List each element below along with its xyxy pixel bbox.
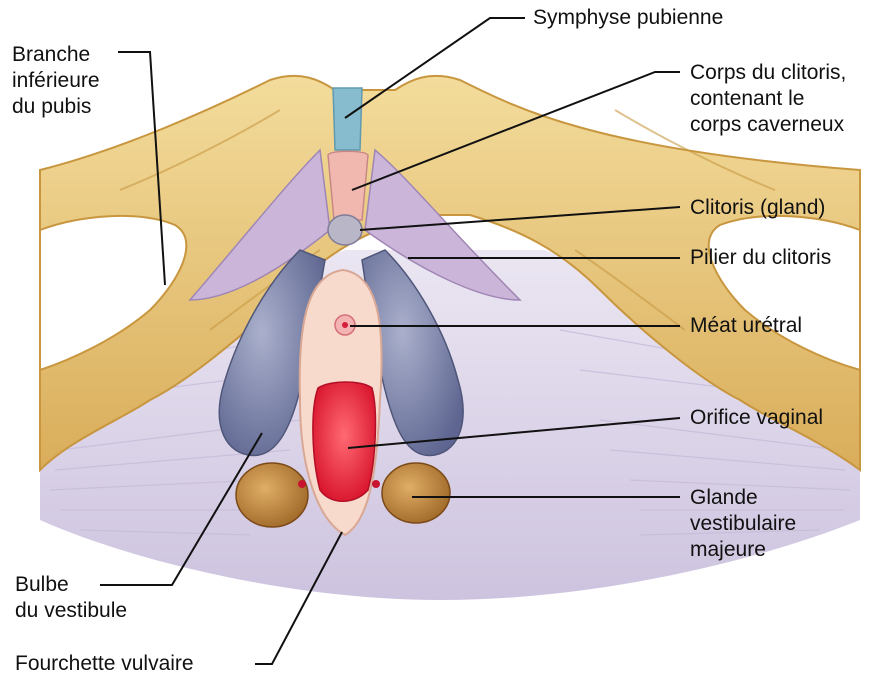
gland-duct-left [298, 480, 306, 488]
label-line: Glande [690, 485, 796, 511]
symphysis-pubis [333, 88, 362, 150]
gland-duct-right [372, 480, 380, 488]
label-line: vestibulaire [690, 511, 796, 537]
label-line: Pilier du clitoris [690, 245, 831, 271]
label-branche-inferieure-pubis: Branche inférieure du pubis [12, 42, 100, 120]
label-line: Symphyse pubienne [533, 5, 723, 31]
label-line: inférieure [12, 68, 100, 94]
label-line: contenant le [690, 86, 846, 112]
label-line: Bulbe [15, 572, 127, 598]
label-orifice-vaginal: Orifice vaginal [690, 405, 823, 431]
label-line: Fourchette vulvaire [15, 651, 194, 677]
label-line: Corps du clitoris, [690, 60, 846, 86]
label-line: Branche [12, 42, 100, 68]
label-fourchette-vulvaire: Fourchette vulvaire [15, 651, 194, 677]
label-meat-uretral: Méat urétral [690, 313, 802, 339]
clitoris-glans [328, 215, 362, 245]
label-line: Méat urétral [690, 313, 802, 339]
label-line: du pubis [12, 94, 100, 120]
vestibular-gland-right [382, 463, 450, 523]
label-bulbe-vestibule: Bulbe du vestibule [15, 572, 127, 624]
vaginal-orifice [313, 382, 376, 501]
label-pilier-clitoris: Pilier du clitoris [690, 245, 831, 271]
label-clitoris-gland: Clitoris (gland) [690, 195, 825, 221]
label-line: du vestibule [15, 598, 127, 624]
label-glande-vestibulaire: Glande vestibulaire majeure [690, 485, 796, 563]
label-corps-clitoris: Corps du clitoris, contenant le corps ca… [690, 60, 846, 138]
label-line: Clitoris (gland) [690, 195, 825, 221]
label-line: corps caverneux [690, 112, 846, 138]
urethral-opening [342, 322, 348, 328]
label-line: majeure [690, 537, 796, 563]
label-symphyse-pubienne: Symphyse pubienne [533, 5, 723, 31]
vestibular-gland-left [236, 463, 308, 527]
label-line: Orifice vaginal [690, 405, 823, 431]
